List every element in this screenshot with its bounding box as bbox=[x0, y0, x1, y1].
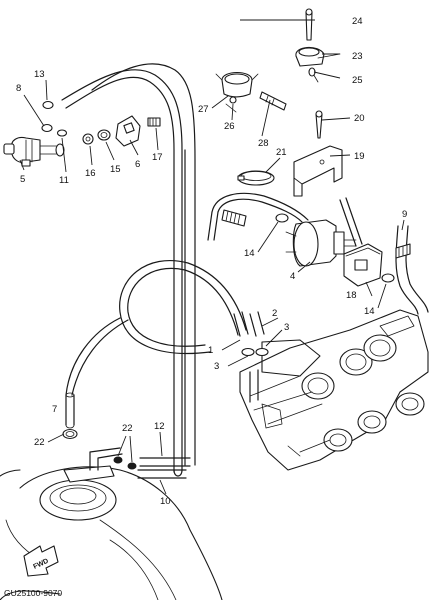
callout-1: 1 bbox=[208, 345, 213, 356]
callout-11: 11 bbox=[59, 175, 69, 186]
callout-3a: 3 bbox=[284, 322, 289, 333]
hose-clip-parts bbox=[41, 100, 161, 147]
callout-3b: 3 bbox=[214, 361, 219, 372]
throttle-body-assembly bbox=[239, 309, 429, 471]
callout-22a: 22 bbox=[34, 437, 45, 448]
callout-10: 10 bbox=[160, 496, 171, 507]
callout-19: 19 bbox=[354, 151, 365, 162]
fuel-tank bbox=[0, 447, 223, 600]
callout-14a: 14 bbox=[244, 248, 255, 259]
mounting-bracket bbox=[293, 145, 343, 197]
hose-clips-lower bbox=[62, 428, 137, 470]
vacuum-hose-ends bbox=[233, 311, 265, 337]
callout-23: 23 bbox=[352, 51, 363, 62]
forward-direction-arrow: FWD bbox=[23, 545, 59, 577]
callout-24: 24 bbox=[352, 16, 363, 27]
callout-labels: 1 2 3 3 4 5 6 7 8 9 10 11 12 13 14 14 15… bbox=[16, 16, 407, 507]
clamp-assembly bbox=[295, 8, 341, 139]
callout-4: 4 bbox=[290, 271, 295, 282]
callout-5: 5 bbox=[20, 174, 25, 185]
pump-damper bbox=[343, 243, 383, 287]
vacuum-hose-loop bbox=[65, 260, 247, 396]
fuel-cock-assembly bbox=[3, 136, 65, 167]
breather-bracket-assembly bbox=[215, 71, 287, 113]
callout-18: 18 bbox=[346, 290, 357, 301]
callout-26: 26 bbox=[224, 121, 235, 132]
callout-7: 7 bbox=[52, 404, 57, 415]
callout-16: 16 bbox=[85, 168, 96, 179]
callout-25: 25 bbox=[352, 75, 363, 86]
part-code: GU25100-9070 bbox=[4, 588, 62, 598]
drain-hose-end bbox=[65, 392, 75, 429]
fuel-hoses-lower bbox=[137, 457, 191, 479]
callout-27: 27 bbox=[198, 104, 209, 115]
hose-clamp bbox=[237, 170, 275, 186]
long-hose-loop bbox=[61, 63, 196, 477]
callout-17: 17 bbox=[152, 152, 163, 163]
callout-20: 20 bbox=[354, 113, 365, 124]
fuel-pump bbox=[285, 219, 357, 267]
callout-6: 6 bbox=[135, 159, 140, 170]
callout-14b: 14 bbox=[364, 306, 375, 317]
callout-15: 15 bbox=[110, 164, 121, 175]
callout-12: 12 bbox=[154, 421, 165, 432]
callout-8: 8 bbox=[16, 83, 21, 94]
callout-leader-lines bbox=[19, 19, 405, 495]
callout-22b: 22 bbox=[122, 423, 133, 434]
callout-28: 28 bbox=[258, 138, 269, 149]
callout-21: 21 bbox=[276, 147, 287, 158]
callout-13: 13 bbox=[34, 69, 45, 80]
callout-9: 9 bbox=[402, 209, 407, 220]
pump-hoses bbox=[207, 192, 429, 315]
callout-2: 2 bbox=[272, 308, 277, 319]
